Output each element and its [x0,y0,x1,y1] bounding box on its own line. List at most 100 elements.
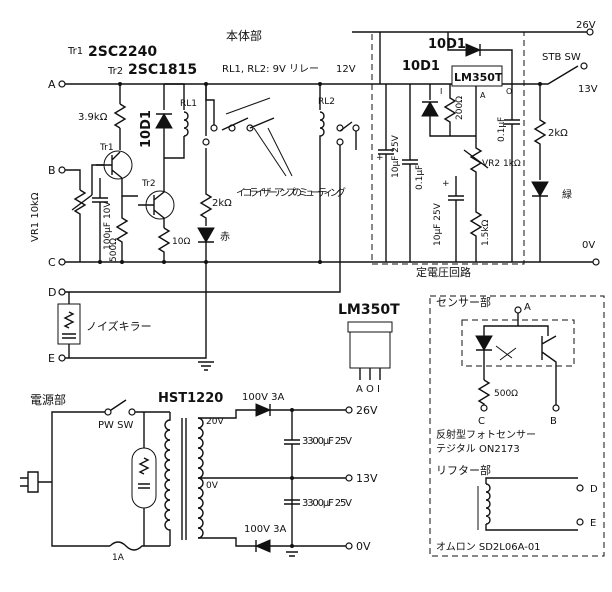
ic-body [349,331,391,369]
node-c-label: C [48,256,56,269]
node-e-label: E [48,352,55,365]
cap-100u-label: 100μF 10V [103,201,113,250]
ic-pins [359,368,381,380]
lm350t-ic [451,65,503,87]
plug-prongs [20,477,28,487]
r-2k-a-label: 2kΩ [212,198,232,209]
node-d-terminal [58,288,66,296]
psu-26v-label: 26V [356,404,378,417]
ground-symbol [198,361,214,371]
out-0v-terminal [592,258,600,266]
sec-0v-label: 0V [206,481,219,491]
mute-pointer [267,127,293,177]
led-green-leads [532,195,548,262]
vr1-label: VR1 10kΩ [30,192,41,242]
psu-0v-terminal [345,542,353,550]
lifter-node-e: E [590,518,596,529]
wire [65,169,81,190]
vr2-potentiometer [469,136,483,198]
r-10-label: 10Ω [172,237,190,247]
pw-sw-label: PW SW [98,420,133,431]
cap-top-label: 3300μF 25V [302,436,352,447]
lifter-node-d: D [590,484,598,495]
wire [269,404,346,416]
sensor-node-b: B [550,416,557,427]
noise-killer-rc [62,311,76,339]
vr1-potentiometer [73,189,87,262]
rectifier-diode-bot [254,539,271,553]
diode-mid [421,100,439,117]
ir-led [475,335,493,352]
cap-10u-b [448,176,464,262]
pinout-pin-i: I [377,384,380,395]
stb-switch [540,65,579,85]
sensor-node-c: C [478,416,485,427]
pinout-pin-a: A [356,384,363,395]
node-d-label: D [48,286,56,299]
resistor-10 [157,227,171,262]
lifter-wire [485,477,578,531]
node-b-label: B [48,164,56,177]
photo-sensor-box [461,319,575,367]
rl1-contact [246,124,254,132]
sensor-a-terminal [514,306,522,314]
cap-10u-b-label: 10μF 25V [433,202,443,246]
rl1-label: RL1 [180,99,197,109]
sec-20v-label: 20V [206,417,224,427]
pinout-title: LM350T [338,302,400,318]
ir-led-leads [476,349,492,380]
ic-pin-a: A [480,91,486,100]
ac-plug [27,471,39,493]
tr1-label: Tr1 [67,46,83,57]
r-200-label: 200Ω [455,96,465,120]
resistor-2k-a [199,148,213,226]
vr2-label: VR2 1kΩ [482,159,521,169]
pw-sw-contact [128,408,136,416]
sensor-title: センサー部 [436,295,491,309]
r-500-label: 500Ω [109,238,119,262]
junction [318,260,322,264]
rl1-switch-b [249,117,275,129]
pw-sw-contact [104,408,112,416]
resistor-500 [115,196,129,262]
node-a-terminal [58,80,66,88]
out-26v-terminal [586,28,594,36]
psu-0v-label: 0V [356,540,371,553]
plus-sign: + [376,153,384,163]
filter-cap-top [284,410,300,546]
rl1-linkage [225,97,271,115]
cap-01u [402,84,418,262]
rl2-contact [336,138,344,146]
wire [255,540,346,552]
lifter-d-terminal [576,484,584,492]
diode-top [465,43,482,57]
tr1-part: 2SC2240 [88,44,157,60]
sensor-c-terminal [480,404,488,412]
filter-cap-bot [284,499,300,505]
tr2-leads [138,158,165,228]
diode-leads [156,113,172,158]
out-13v-terminal [580,62,588,70]
cap-01u-b-label: 0.1μF [497,117,507,142]
out-26v-label: 26V [576,20,596,31]
lifter-title: リフター部 [436,463,491,477]
transformer-primary [164,412,171,546]
tr1-short-label: Tr1 [99,143,114,153]
stb-sw-label: STB SW [542,52,581,63]
psu-13v-terminal [345,474,353,482]
psu-13v-label: 13V [356,472,378,485]
resistor-200 [443,84,457,136]
diode-10d1-label: 10D1 [139,110,154,148]
lifter-e-terminal [576,518,584,526]
node-c-terminal [58,258,66,266]
r-3k9-label: 3.9kΩ [78,112,108,123]
transformer-core [181,418,187,540]
regulator-title: 定電圧回路 [416,265,471,279]
led-leads [198,241,214,262]
out-13v-label: 13V [578,84,598,95]
rl2-switch [339,121,353,132]
diode-10d1 [155,112,173,129]
ic-pin-i: I [440,87,442,96]
relay-note: RL1, RL2: 9V リレー [222,64,319,75]
